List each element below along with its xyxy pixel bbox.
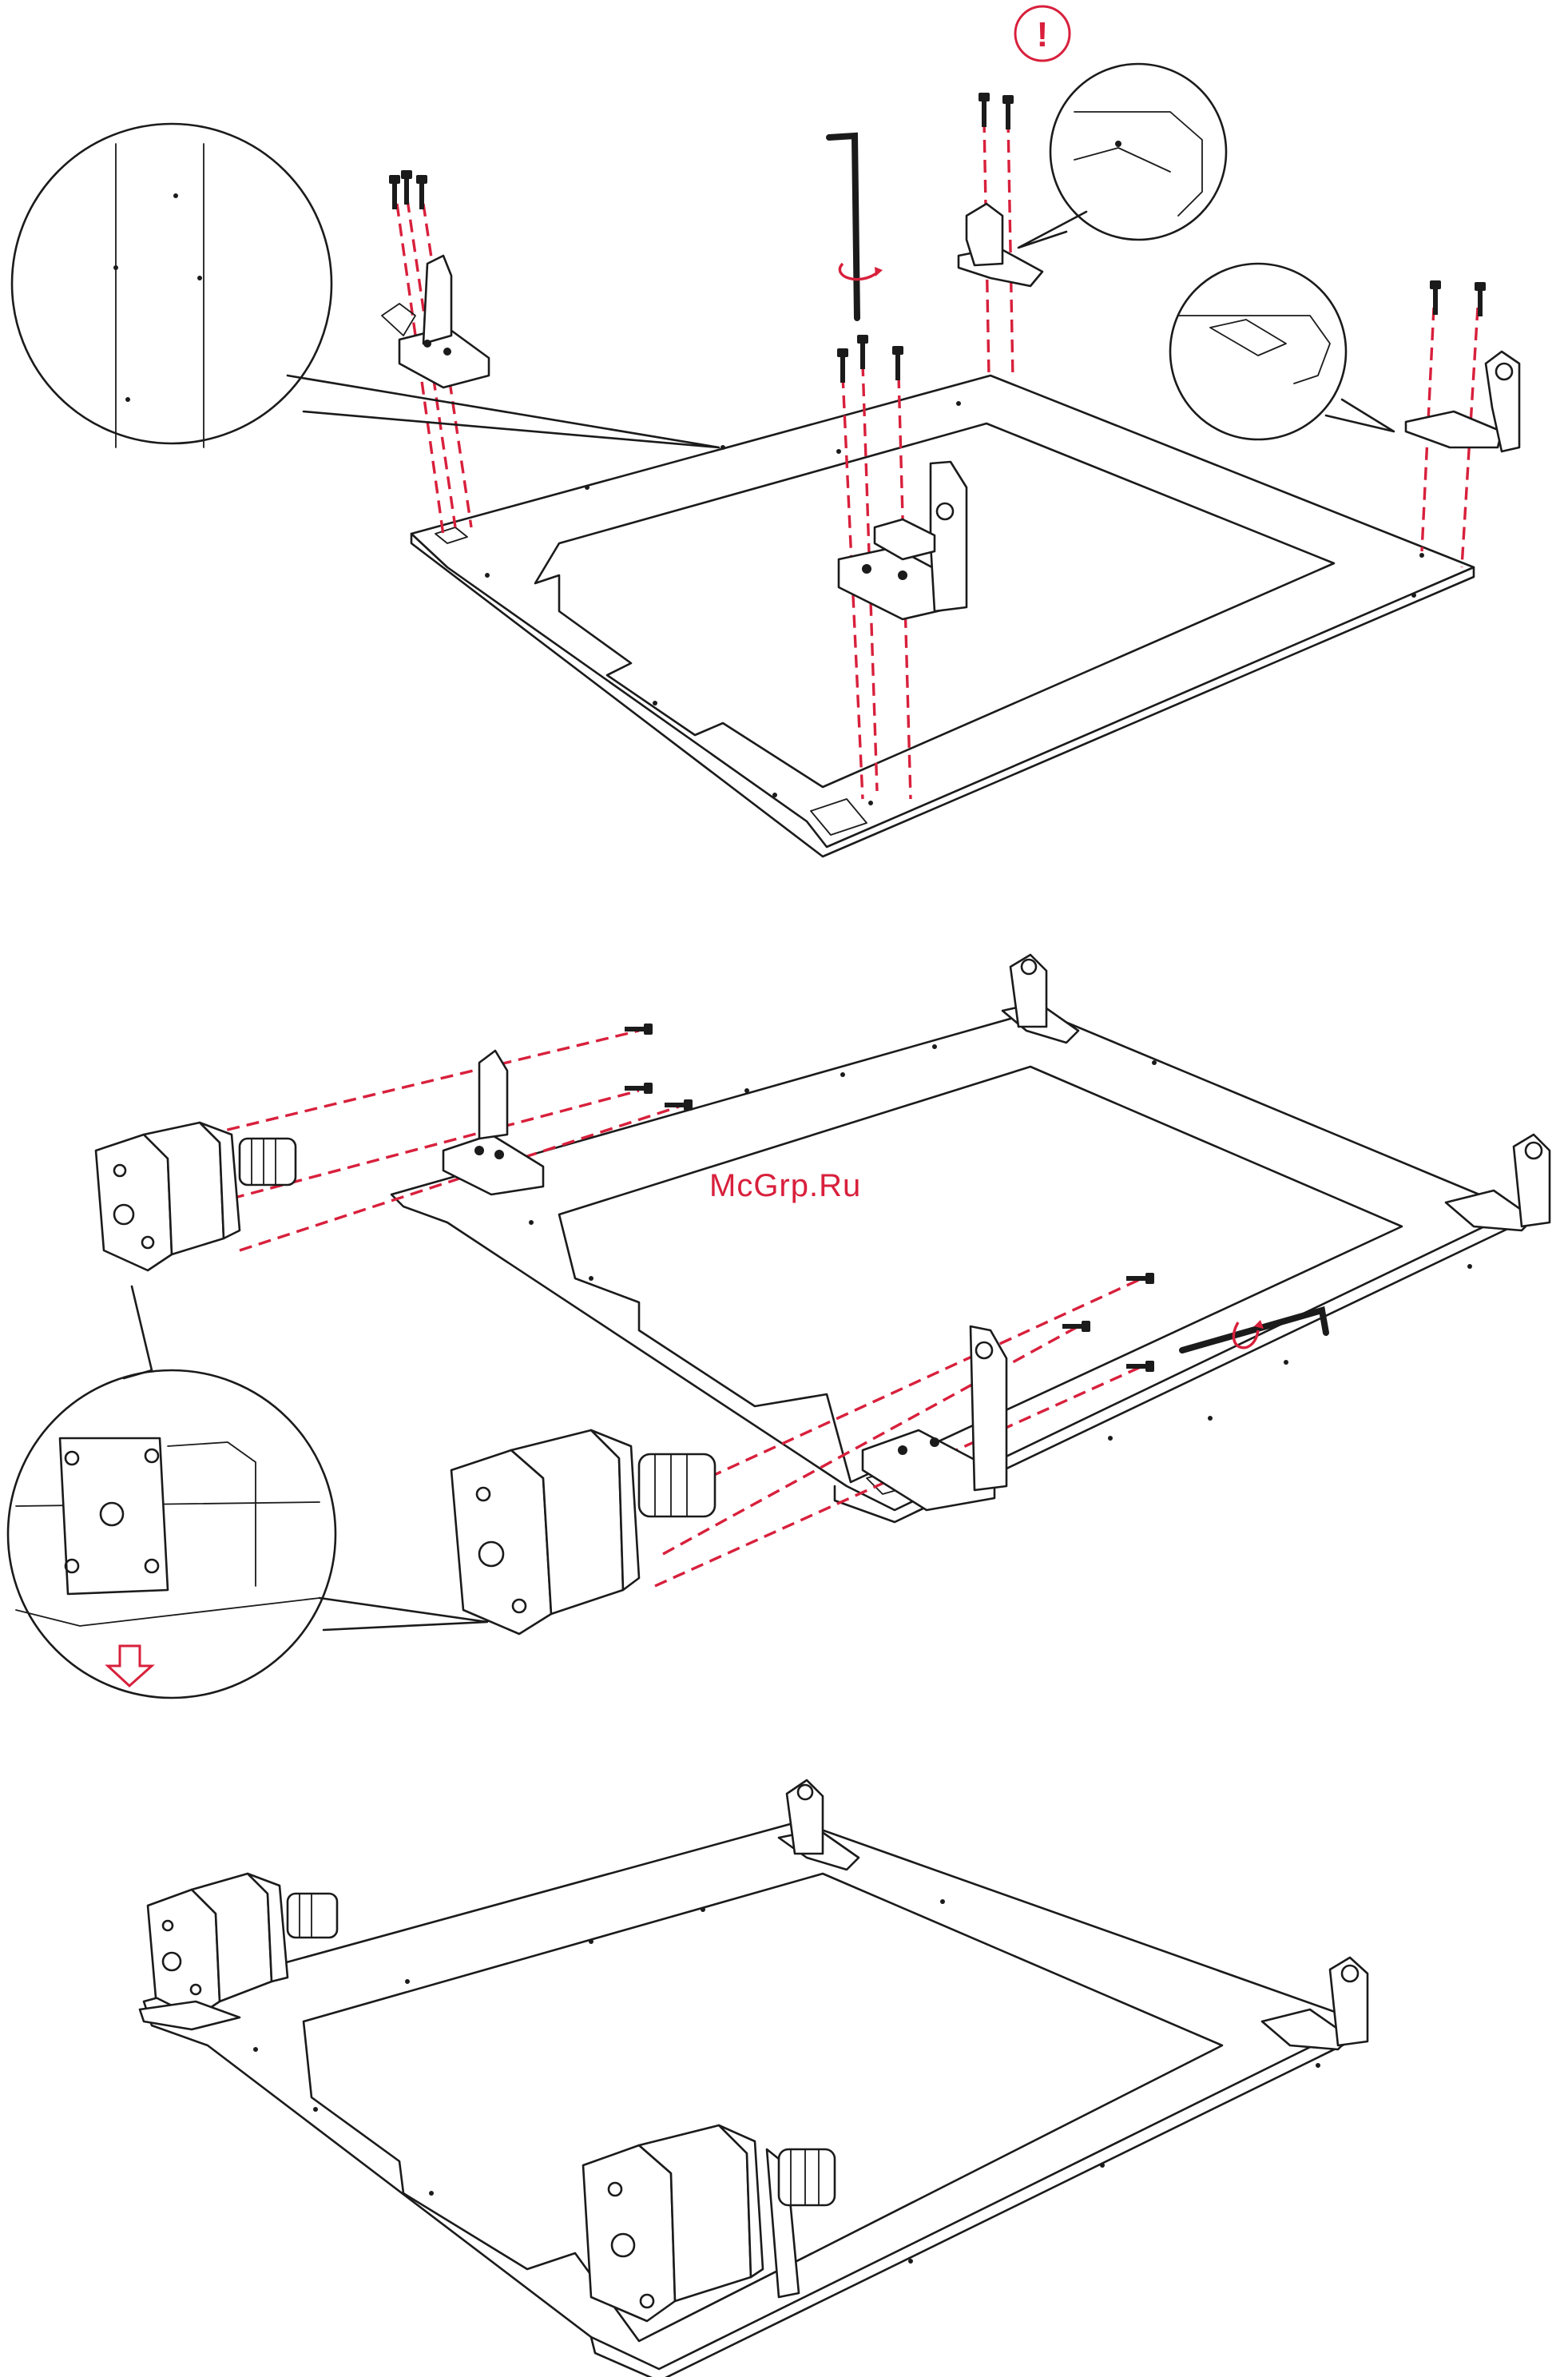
warning-symbol: ! [1037, 15, 1049, 54]
frame-plate [411, 376, 1474, 857]
rear-bracket-step2-top [1002, 955, 1078, 1043]
watermark-text: McGrp.Ru [709, 1168, 861, 1204]
left-motor-bracket [382, 256, 489, 388]
warning-icon: ! [1015, 6, 1070, 61]
zoom-callout-motor-mount [8, 1286, 487, 1698]
hex-key-icon [829, 136, 883, 318]
rear-bracket-step3-top [779, 1780, 859, 1870]
left-motor-bracket-step2 [443, 1051, 543, 1194]
step-1: ! [12, 6, 1519, 857]
rear-bracket-step3-right [1262, 1958, 1368, 2049]
rear-bracket-step2-right [1446, 1135, 1550, 1230]
stepper-motor-right [451, 1430, 715, 1634]
stepper-motor-right-step3 [583, 2125, 835, 2321]
hex-key-step2 [1182, 1310, 1326, 1350]
rotate-arrow-icon [875, 267, 883, 276]
stepper-motor-left-step3 [140, 1874, 337, 2029]
bolts-step2 [625, 1024, 1154, 1372]
right-motor-bracket-step2 [863, 1326, 1006, 1510]
bolt-paths-step1 [397, 120, 1478, 799]
zoom-callout-plate-edge [12, 124, 719, 447]
zoom-callout-rear-bracket [1018, 64, 1226, 248]
zoom-callout-right-bracket [1170, 264, 1394, 439]
step-3 [140, 1780, 1368, 2377]
rear-bracket-right [1406, 352, 1519, 451]
stepper-motor-left [96, 1123, 296, 1270]
step-2 [8, 955, 1550, 1698]
